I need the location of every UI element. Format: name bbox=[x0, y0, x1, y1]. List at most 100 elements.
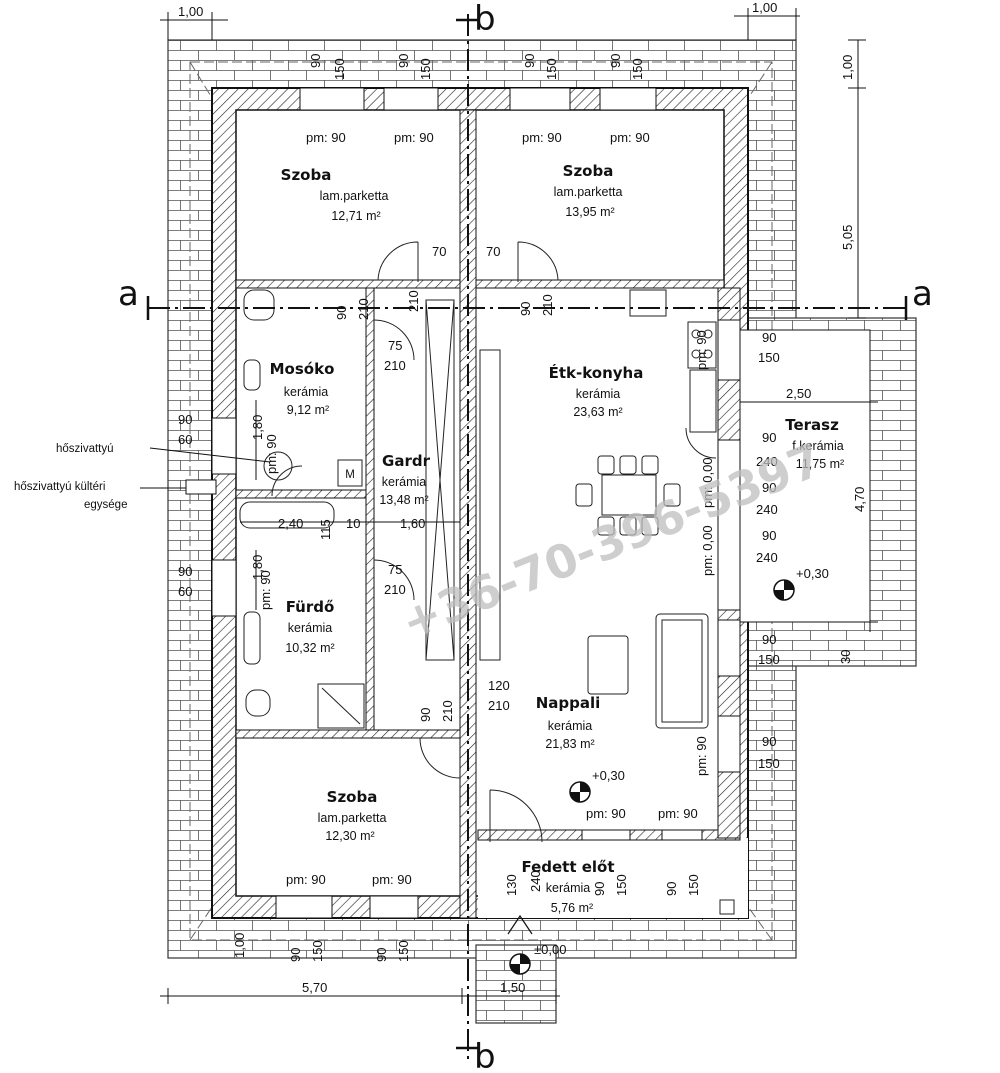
svg-text:1,80: 1,80 bbox=[250, 415, 265, 440]
door-swings bbox=[271, 241, 717, 843]
svg-text:70: 70 bbox=[486, 244, 500, 259]
svg-text:210: 210 bbox=[488, 698, 510, 713]
svg-text:hőszivattyú: hőszivattyú bbox=[56, 443, 114, 455]
svg-text:90: 90 bbox=[762, 430, 776, 445]
svg-text:kerámia: kerámia bbox=[548, 719, 593, 733]
svg-text:f.kerámia: f.kerámia bbox=[792, 439, 843, 453]
svg-text:pm: 90: pm: 90 bbox=[306, 130, 346, 145]
svg-text:lam.parketta: lam.parketta bbox=[320, 189, 389, 203]
svg-text:90: 90 bbox=[396, 54, 411, 68]
svg-text:Gardr: Gardr bbox=[382, 452, 431, 470]
svg-text:pm: 90: pm: 90 bbox=[658, 806, 698, 821]
svg-text:1,00: 1,00 bbox=[178, 4, 203, 19]
svg-text:13,48 m²: 13,48 m² bbox=[379, 493, 428, 507]
heat-pump-annotation: hőszivattyú hőszivattyú kültéri egysége … bbox=[14, 443, 355, 511]
svg-text:pm: 90: pm: 90 bbox=[286, 872, 326, 887]
svg-text:90: 90 bbox=[592, 882, 607, 896]
svg-text:150: 150 bbox=[396, 940, 411, 962]
section-mark-a-left: a bbox=[118, 274, 139, 314]
svg-text:11,75 m²: 11,75 m² bbox=[796, 457, 844, 471]
svg-text:150: 150 bbox=[614, 874, 629, 896]
room-szoba-top-right: Szoba lam.parketta 13,95 m² bbox=[554, 162, 623, 219]
svg-text:1,00: 1,00 bbox=[840, 55, 855, 80]
svg-text:Szoba: Szoba bbox=[327, 788, 378, 806]
svg-text:210: 210 bbox=[540, 294, 555, 316]
svg-text:90: 90 bbox=[664, 882, 679, 896]
svg-text:90: 90 bbox=[762, 480, 776, 495]
svg-text:150: 150 bbox=[310, 940, 325, 962]
room-mosoko: Mosókо kerámia 9,12 m² bbox=[270, 360, 335, 417]
svg-text:240: 240 bbox=[528, 870, 543, 892]
svg-text:pm: 90: pm: 90 bbox=[610, 130, 650, 145]
room-szoba-bottom-left: Szoba lam.parketta 12,30 m² bbox=[318, 788, 387, 843]
svg-text:240: 240 bbox=[756, 502, 778, 517]
svg-text:kerámia: kerámia bbox=[576, 387, 621, 401]
svg-text:pm: 0,00: pm: 0,00 bbox=[700, 525, 715, 576]
svg-text:Terasz: Terasz bbox=[785, 416, 839, 434]
level-text-terrace: +0,30 bbox=[796, 566, 829, 581]
svg-text:lam.parketta: lam.parketta bbox=[318, 811, 387, 825]
dimension-lines bbox=[160, 8, 878, 1004]
room-furdo: Fürdő kerámia 10,32 m² bbox=[285, 598, 334, 655]
svg-text:Mosókо: Mosókо bbox=[270, 360, 335, 378]
svg-text:23,63 m²: 23,63 m² bbox=[573, 405, 622, 419]
section-mark-b-top: b bbox=[474, 0, 496, 39]
room-terasz: Terasz f.kerámia 11,75 m² bbox=[785, 416, 844, 471]
section-mark-b-bottom: b bbox=[474, 1037, 496, 1073]
svg-text:kerámia: kerámia bbox=[382, 475, 427, 489]
m-box-label: M bbox=[345, 469, 355, 481]
svg-text:pm: 90: pm: 90 bbox=[264, 434, 279, 474]
svg-text:240: 240 bbox=[756, 454, 778, 469]
svg-text:90: 90 bbox=[334, 306, 349, 320]
svg-text:90: 90 bbox=[178, 564, 192, 579]
svg-text:150: 150 bbox=[686, 874, 701, 896]
svg-text:1,60: 1,60 bbox=[400, 516, 425, 531]
svg-text:210: 210 bbox=[384, 358, 406, 373]
svg-text:90: 90 bbox=[522, 54, 537, 68]
svg-text:210: 210 bbox=[384, 582, 406, 597]
svg-text:5,76 m²: 5,76 m² bbox=[551, 901, 593, 915]
svg-text:pm: 90: pm: 90 bbox=[694, 736, 709, 776]
svg-text:2,50: 2,50 bbox=[786, 386, 811, 401]
svg-text:4,70: 4,70 bbox=[852, 487, 867, 512]
svg-text:240: 240 bbox=[756, 550, 778, 565]
svg-text:pm: 90: pm: 90 bbox=[372, 872, 412, 887]
svg-text:150: 150 bbox=[332, 58, 347, 80]
svg-text:90: 90 bbox=[374, 948, 389, 962]
svg-text:9,12 m²: 9,12 m² bbox=[287, 403, 329, 417]
svg-text:130: 130 bbox=[504, 874, 519, 896]
room-gardrob: Gardr kerámia 13,48 m² bbox=[379, 452, 430, 507]
svg-text:60: 60 bbox=[178, 584, 192, 599]
svg-text:30: 30 bbox=[838, 650, 853, 664]
svg-text:90: 90 bbox=[418, 708, 433, 722]
svg-text:12,71 m²: 12,71 m² bbox=[331, 209, 380, 223]
svg-text:21,83 m²: 21,83 m² bbox=[545, 737, 594, 751]
svg-text:90: 90 bbox=[518, 302, 533, 316]
svg-text:90: 90 bbox=[288, 948, 303, 962]
svg-text:90: 90 bbox=[762, 734, 776, 749]
svg-text:10,32 m²: 10,32 m² bbox=[285, 641, 334, 655]
svg-text:75: 75 bbox=[388, 338, 402, 353]
room-fedett-eloter: Fedett előt kerámia 5,76 m² bbox=[521, 858, 614, 915]
svg-text:60: 60 bbox=[178, 432, 192, 447]
svg-text:hőszivattyú kültéri: hőszivattyú kültéri bbox=[14, 481, 105, 493]
svg-text:pm: 90: pm: 90 bbox=[258, 570, 273, 610]
svg-text:10: 10 bbox=[346, 516, 360, 531]
svg-text:90: 90 bbox=[178, 412, 192, 427]
svg-text:Fedett előt: Fedett előt bbox=[521, 858, 614, 876]
svg-text:75: 75 bbox=[388, 562, 402, 577]
svg-text:Fürdő: Fürdő bbox=[286, 598, 335, 616]
level-marker-terrace bbox=[773, 579, 795, 601]
level-text-entrance: ±0,00 bbox=[534, 942, 566, 957]
section-lines bbox=[148, 14, 906, 1060]
svg-text:Szoba: Szoba bbox=[281, 166, 332, 184]
svg-text:115: 115 bbox=[318, 519, 333, 540]
svg-text:210: 210 bbox=[406, 290, 421, 312]
svg-text:210: 210 bbox=[440, 700, 455, 722]
svg-text:150: 150 bbox=[758, 652, 780, 667]
svg-text:egysége: egysége bbox=[84, 499, 127, 511]
svg-text:150: 150 bbox=[544, 58, 559, 80]
svg-text:pm: 90: pm: 90 bbox=[522, 130, 562, 145]
svg-text:Szoba: Szoba bbox=[563, 162, 614, 180]
room-etk-konyha: Étk-konyha kerámia 23,63 m² bbox=[549, 363, 644, 419]
